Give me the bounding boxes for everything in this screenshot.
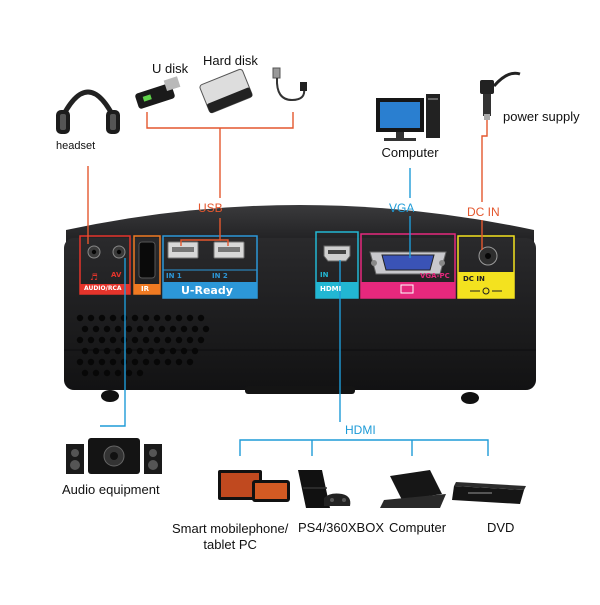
port-label-u-ready: U-Ready [181,284,233,297]
port-label-hdmi-in: IN [320,271,329,279]
harddisk-icon [199,68,253,114]
dvd-player-icon [452,482,526,504]
udisk-icon [135,76,181,109]
monitor-icon [400,284,414,294]
dvd-label: DVD [487,520,515,535]
headset-label: headset [56,140,96,152]
hdmi-connection-label: HDMI [345,423,376,437]
port-label-ir: IR [141,285,149,293]
port-panel: ♬ [79,231,515,299]
udisk-label: U disk [152,61,189,76]
usb-drop-line-2 [220,239,229,246]
av-line [100,258,126,427]
ps4-label: PS4/360XBOX [298,520,384,535]
usb-bracket-line [146,112,294,129]
smartphone-label: Smart mobilephone/ tablet PC [172,521,289,553]
vga-connection-label: VGA [389,201,415,215]
port-label-av: AV [111,271,122,279]
vent-grille [76,314,210,377]
computer-vga-label: Computer [381,145,439,160]
projector [64,205,536,404]
projector-body [64,238,536,390]
polarity-icon [470,287,502,295]
ps4-icon [298,470,351,508]
ir-sensor [138,241,156,279]
port-label-audio-rca: AUDIO/RCA [84,285,122,292]
port-label-dc-in: DC IN [463,275,485,283]
power-supply-label: power supply [503,109,580,124]
dc-in-connection-label: DC IN [467,205,500,219]
audio-equipment-label: Audio equipment [62,482,160,497]
usb-drop-line [180,218,221,246]
usb-cable-icon [272,67,307,102]
tablet-phone-icon [218,470,290,502]
port-label-hdmi-logo: HDMI [320,285,342,293]
foot-right [461,392,479,404]
hdmi-bus-line [239,439,489,456]
headphone-symbol-icon: ♬ [90,273,98,283]
laptop-icon [380,470,446,508]
usb-connection-label: USB [198,201,223,215]
foot-bar [245,386,355,394]
audio-equipment-icon [66,438,162,474]
computer-vga-icon [376,94,440,141]
port-label-in1: IN 1 [166,272,182,280]
power-plug-icon [480,71,521,120]
foot-left [101,390,119,402]
port-label-in2: IN 2 [212,272,228,280]
headset-icon [56,89,120,134]
computer-hdmi-label: Computer [389,520,447,535]
port-label-vga-pc: VGA-PC [420,272,450,280]
dc-line [481,118,488,202]
connection-lines [87,112,489,456]
harddisk-label: Hard disk [203,53,258,68]
